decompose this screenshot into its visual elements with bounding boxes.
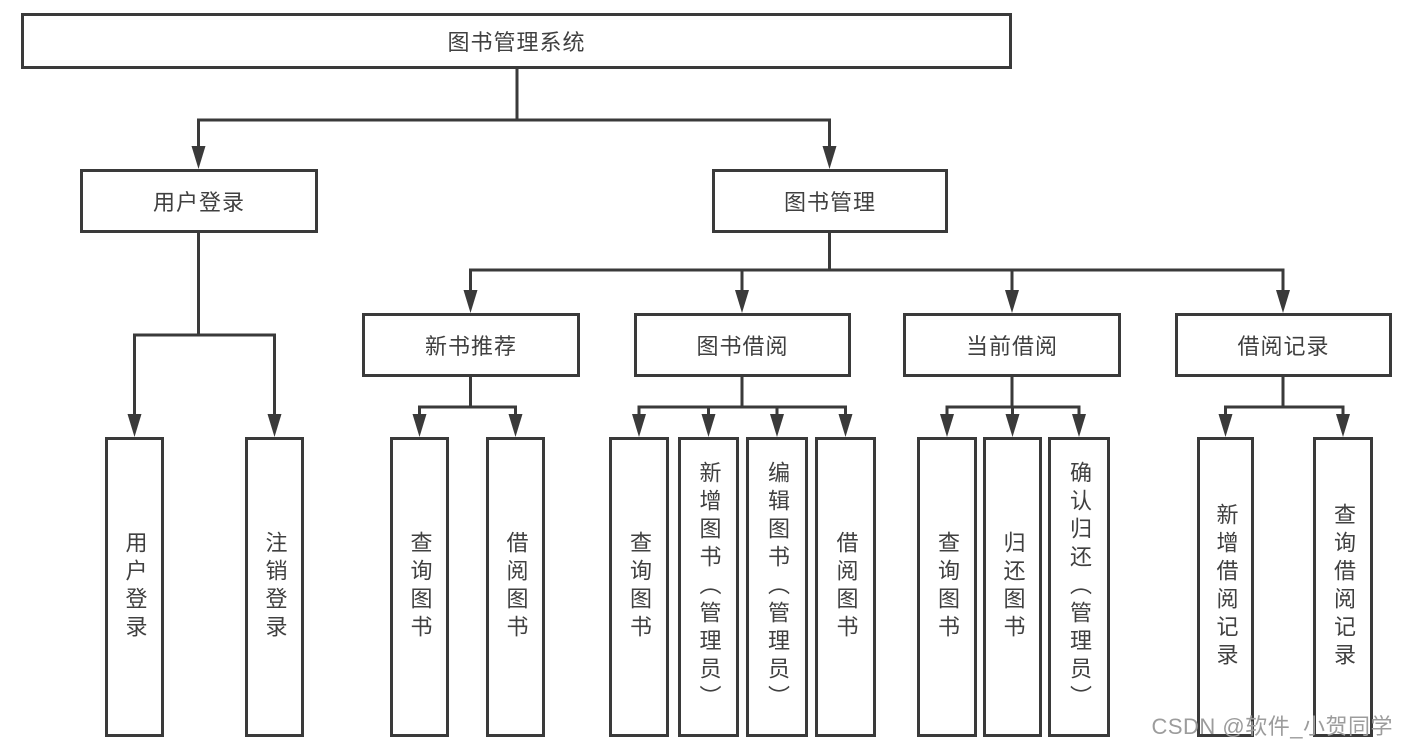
csdn-watermark: CSDN @软件_小贺同学 [1151,714,1393,739]
node-current-borrow-label: 当前借阅 [965,334,1058,359]
node-user-login-label: 用户登录 [152,190,245,215]
node-current-borrow: 当前借阅 [903,313,1121,377]
leaf-borrow-books-recommend: 借阅图书 [486,437,545,737]
leaf-query-books-borrow: 查询图书 [609,437,669,737]
leaf-confirm-return-admin: 确认归还（管理员） [1048,437,1110,737]
leaf-add-borrow-record: 新增借阅记录 [1197,437,1254,737]
node-book-management-label: 图书管理 [783,190,876,215]
leaf-query-books-current: 查询图书 [917,437,977,737]
leaf-return-books: 归还图书 [983,437,1042,737]
leaf-add-book-admin: 新增图书（管理员） [678,437,739,737]
node-system-root: 图书管理系统 [21,13,1012,69]
node-new-book-recommend: 新书推荐 [362,313,580,377]
node-user-login: 用户登录 [80,169,318,233]
node-system-root-label: 图书管理系统 [447,30,586,55]
leaf-edit-book-admin: 编辑图书（管理员） [746,437,808,737]
leaf-user-login: 用户登录 [105,437,164,737]
leaf-query-books-recommend: 查询图书 [390,437,449,737]
node-book-borrow: 图书借阅 [634,313,851,377]
node-borrow-records: 借阅记录 [1175,313,1392,377]
node-borrow-records-label: 借阅记录 [1237,334,1330,359]
leaf-query-borrow-record: 查询借阅记录 [1313,437,1373,737]
node-new-book-recommend-label: 新书推荐 [424,334,517,359]
leaf-logout: 注销登录 [245,437,304,737]
node-book-borrow-label: 图书借阅 [696,334,789,359]
node-book-management: 图书管理 [712,169,948,233]
leaf-borrow-books: 借阅图书 [815,437,876,737]
